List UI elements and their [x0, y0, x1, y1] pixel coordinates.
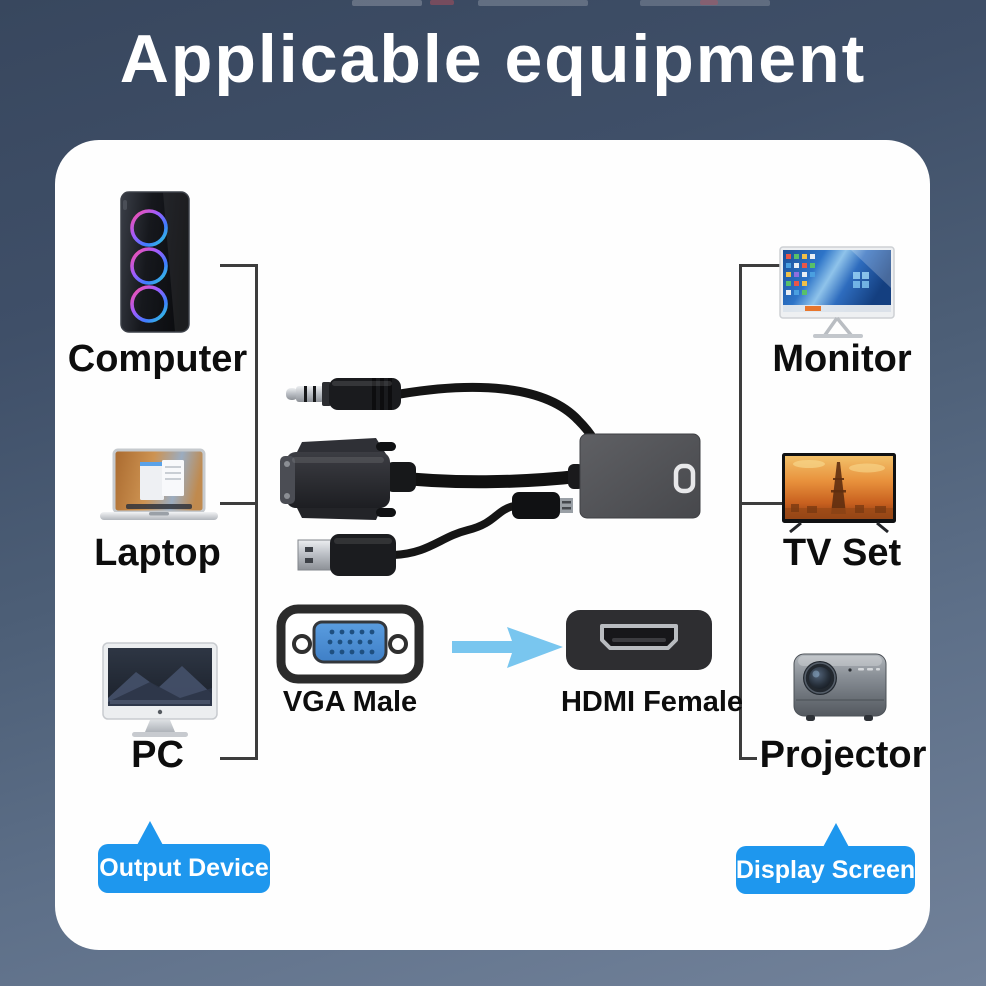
left-bracket-vertical	[255, 264, 258, 760]
right-bracket-stub-projector	[741, 757, 757, 760]
laptop-icon	[100, 448, 218, 520]
usb-plug	[297, 534, 396, 576]
page-title: Applicable equipment	[119, 21, 867, 97]
label-laptop: Laptop	[94, 532, 221, 574]
right-bracket-stub-tv	[741, 502, 786, 505]
left-bracket-stub-pc	[220, 757, 258, 760]
label-monitor: Monitor	[772, 338, 912, 380]
right-bracket-stub-monitor	[741, 264, 781, 267]
cropped-banner-remnant	[640, 0, 770, 6]
display-screen-badge: Display Screen	[736, 846, 915, 894]
output-device-badge: Output Device	[98, 844, 270, 893]
vga-to-hdmi-adapter-image	[280, 378, 701, 576]
content-card: Computer Laptop	[55, 140, 930, 950]
right-bracket-vertical	[739, 264, 742, 760]
cropped-banner-remnant	[352, 0, 422, 6]
left-bracket-stub-computer	[220, 264, 258, 267]
projector-icon	[793, 653, 887, 721]
cropped-banner-remnant	[430, 0, 454, 5]
imac-desktop-icon	[102, 642, 218, 737]
computer-tower-icon	[120, 191, 190, 333]
cropped-banner-remnant	[478, 0, 588, 6]
audio-jack-plug	[286, 378, 401, 410]
hdmi-adapter-box	[568, 433, 701, 519]
mini-usb-plug	[512, 492, 573, 519]
display-screen-badge-tail	[822, 823, 850, 849]
vga-connector	[280, 438, 416, 520]
label-tv-set: TV Set	[782, 532, 902, 574]
desktop-monitor-icon	[779, 246, 895, 338]
label-computer: Computer	[67, 338, 248, 380]
hdmi-female-icon	[566, 610, 712, 670]
arrow-right-icon	[452, 627, 563, 668]
label-projector: Projector	[759, 734, 927, 776]
left-bracket-stub-laptop	[220, 502, 258, 505]
cropped-banner-remnant	[700, 0, 718, 5]
desktop-icons	[786, 254, 815, 295]
label-pc: PC	[131, 734, 184, 776]
output-device-badge-tail	[136, 821, 164, 847]
television-icon	[782, 453, 896, 534]
vga-male-icon	[276, 604, 424, 684]
label-hdmi-female: HDMI Female	[560, 686, 744, 718]
label-vga-male: VGA Male	[282, 686, 418, 718]
